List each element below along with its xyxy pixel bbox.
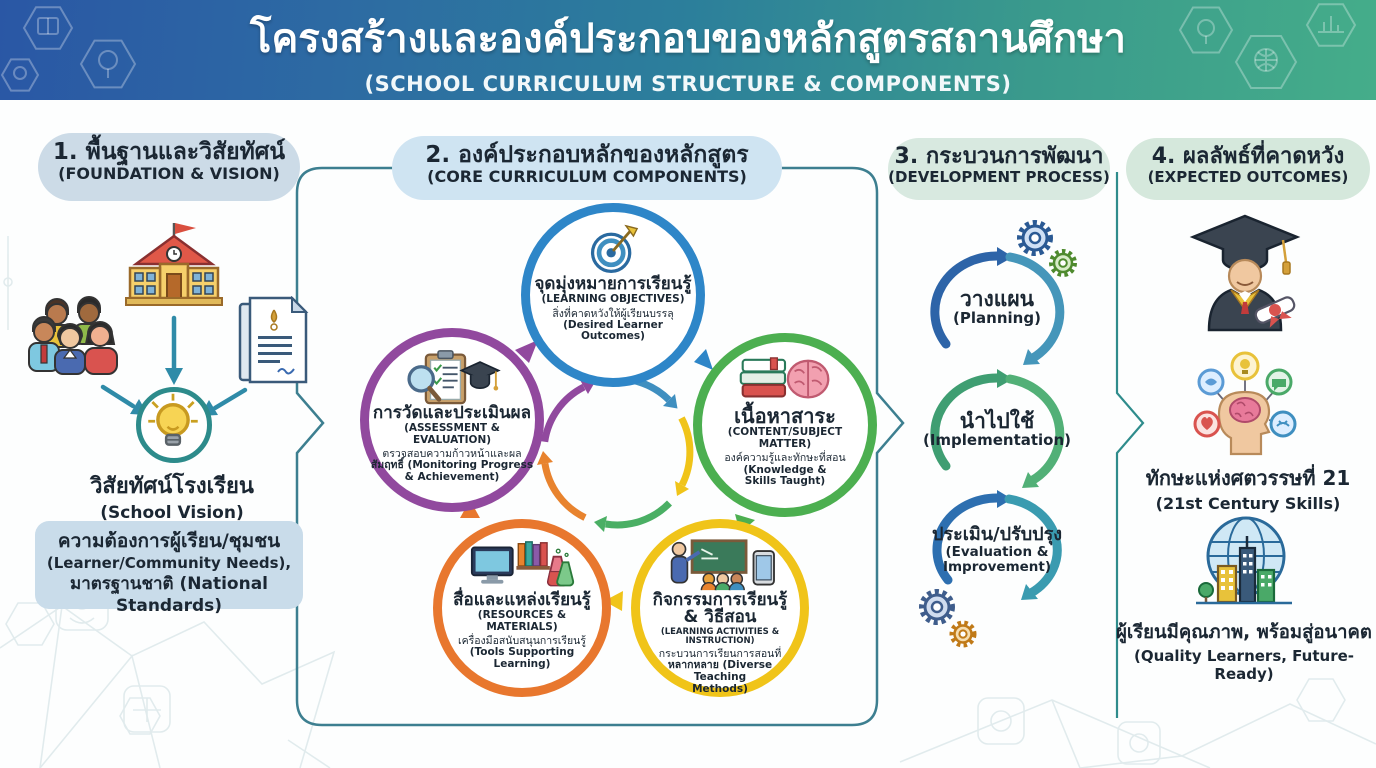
- circle-desc-en: (Tools Supporting Learning): [469, 646, 575, 671]
- quality-label-en: (Quality Learners, Future-Ready): [1133, 647, 1355, 683]
- books-brain-icon: [739, 357, 830, 399]
- standards-document-icon: [238, 296, 309, 384]
- step-title-th: ประเมิน/ปรับปรุง: [931, 524, 1063, 545]
- circle-title-th: เนื้อหาสาระ: [734, 404, 836, 428]
- components-heading-th: 2. องค์ประกอบหลักของหลักสูตร: [425, 142, 749, 168]
- circle-learning-objectives: จุดมุ่งหมายการเรียนรู้ (LEARNING OBJECTI…: [521, 203, 705, 387]
- community-icon: [28, 296, 118, 375]
- components-center-cycle: [537, 375, 694, 532]
- target-arrow-icon: [590, 224, 639, 273]
- lightbulb-icon: [148, 393, 198, 446]
- process-step-evaluation: ประเมิน/ปรับปรุง (Evaluation & Improveme…: [912, 524, 1082, 575]
- process-heading-th: 3. กระบวนการพัฒนา: [894, 144, 1104, 169]
- circle-desc-th: องค์ความรู้และทักษะที่สอน: [724, 452, 846, 465]
- graduate-icon: [1189, 214, 1301, 332]
- circle-resources-materials: สื่อและแหล่งเรียนรู้ (RESOURCES & MATERI…: [433, 519, 611, 697]
- circle-title-en: (LEARNING ACTIVITIES & INSTRUCTION): [660, 626, 780, 646]
- process-heading-pill: 3. กระบวนการพัฒนา (DEVELOPMENT PROCESS): [888, 138, 1110, 200]
- step-title-th: วางแผน: [959, 287, 1035, 311]
- circle-desc-en: สัมฤทธิ์ (Monitoring Progress & Achievem…: [370, 459, 534, 484]
- needs-box: ความต้องการผู้เรียน/ชุมชน (Learner/Commu…: [35, 521, 303, 616]
- circle-desc-en: (Knowledge & Skills Taught): [743, 463, 827, 488]
- step-title-en: (Implementation): [922, 431, 1072, 450]
- circle-title-en: (LEARNING OBJECTIVES): [541, 293, 685, 306]
- header-banner: โครงสร้างและองค์ประกอบของหลักสูตรสถานศึก…: [0, 0, 1376, 100]
- circle-title-th: จุดมุ่งหมายการเรียนรู้: [534, 274, 692, 294]
- quality-label: ผู้เรียนมีคุณภาพ, พร้อมสู่อนาคต (Quality…: [1112, 618, 1376, 683]
- circle-title-en: (RESOURCES & MATERIALS): [477, 609, 567, 633]
- process-heading-en: (DEVELOPMENT PROCESS): [888, 168, 1110, 187]
- circle-title-th: กิจกรรมการเรียนรู้ & วิธีสอน: [652, 590, 788, 628]
- components-heading-en: (CORE CURRICULUM COMPONENTS): [427, 167, 747, 187]
- header-right-decoration: [1178, 3, 1357, 89]
- vision-circle: [136, 387, 212, 463]
- skills-label: ทักษะแห่งศตวรรษที่ 21 (21st Century Skil…: [1126, 462, 1370, 513]
- skills-label-en: (21st Century Skills): [1155, 494, 1341, 513]
- vision-label-th: วิสัยทัศน์โรงเรียน: [90, 474, 254, 499]
- components-heading-pill: 2. องค์ประกอบหลักของหลักสูตร (CORE CURRI…: [392, 136, 782, 200]
- quality-label-th: ผู้เรียนมีคุณภาพ, พร้อมสู่อนาคต: [1116, 622, 1372, 643]
- skills-label-th: ทักษะแห่งศตวรรษที่ 21: [1145, 466, 1351, 490]
- circle-content-subject-matter: เนื้อหาสาระ (CONTENT/SUBJECT MATTER) องค…: [693, 333, 877, 517]
- foundation-heading-pill: 1. พื้นฐานและวิสัยทัศน์ (FOUNDATION & VI…: [38, 133, 300, 201]
- step-title-th: นำไปใช้: [959, 409, 1035, 433]
- foundation-heading-th: 1. พื้นฐานและวิสัยทัศน์: [52, 139, 286, 165]
- vision-label: วิสัยทัศน์โรงเรียน (School Vision): [42, 468, 302, 523]
- outcomes-heading-pill: 4. ผลลัพธ์ที่คาดหวัง (EXPECTED OUTCOMES): [1126, 138, 1370, 200]
- circle-desc-en: หลากหลาย (Diverse Teaching Methods): [667, 659, 773, 695]
- process-step-implementation: นำไปใช้ (Implementation): [917, 410, 1077, 449]
- circle-title-en: (CONTENT/SUBJECT MATTER): [727, 426, 843, 450]
- outcomes-heading-th: 4. ผลลัพธ์ที่คาดหวัง: [1151, 144, 1345, 169]
- circle-title-en: (ASSESSMENT & EVALUATION): [404, 422, 500, 446]
- needs-line1: ความต้องการผู้เรียน/ชุมชน: [57, 530, 281, 552]
- school-icon: [125, 223, 223, 306]
- needs-line3: มาตรฐานชาติ (National Standards): [69, 573, 268, 616]
- teacher-board-icon: [670, 539, 775, 591]
- gears-bottom-icon: [919, 589, 977, 648]
- vision-label-en: (School Vision): [100, 503, 244, 523]
- page-title: โครงสร้างและองค์ประกอบของหลักสูตรสถานศึก…: [250, 16, 1126, 62]
- process-step-planning: วางแผน (Planning): [917, 288, 1077, 327]
- foundation-heading-en: (FOUNDATION & VISION): [58, 164, 280, 184]
- circle-desc-en: (Desired Learner Outcomes): [563, 318, 663, 343]
- step-title-en: (Planning): [953, 309, 1041, 328]
- needs-line2: (Learner/Community Needs),: [46, 553, 292, 572]
- assessment-icon: [407, 350, 501, 405]
- skills-icon: [1193, 351, 1297, 456]
- header-left-decoration: [0, 6, 137, 92]
- gears-top-icon: [1017, 220, 1077, 277]
- page-subtitle: (SCHOOL CURRICULUM STRUCTURE & COMPONENT…: [364, 72, 1012, 96]
- circle-learning-activities: กิจกรรมการเรียนรู้ & วิธีสอน (LEARNING A…: [631, 519, 809, 697]
- outcomes-heading-en: (EXPECTED OUTCOMES): [1147, 168, 1349, 187]
- circle-assessment-evaluation: การวัดและประเมินผล (ASSESSMENT & EVALUAT…: [360, 328, 544, 512]
- resources-icon: [470, 541, 575, 587]
- step-title-en: (Evaluation & Improvement): [942, 543, 1052, 575]
- globe-city-icon: [1196, 516, 1292, 605]
- circle-title-th: การวัดและประเมินผล: [372, 403, 532, 423]
- circle-title-th: สื่อและแหล่งเรียนรู้: [453, 590, 591, 610]
